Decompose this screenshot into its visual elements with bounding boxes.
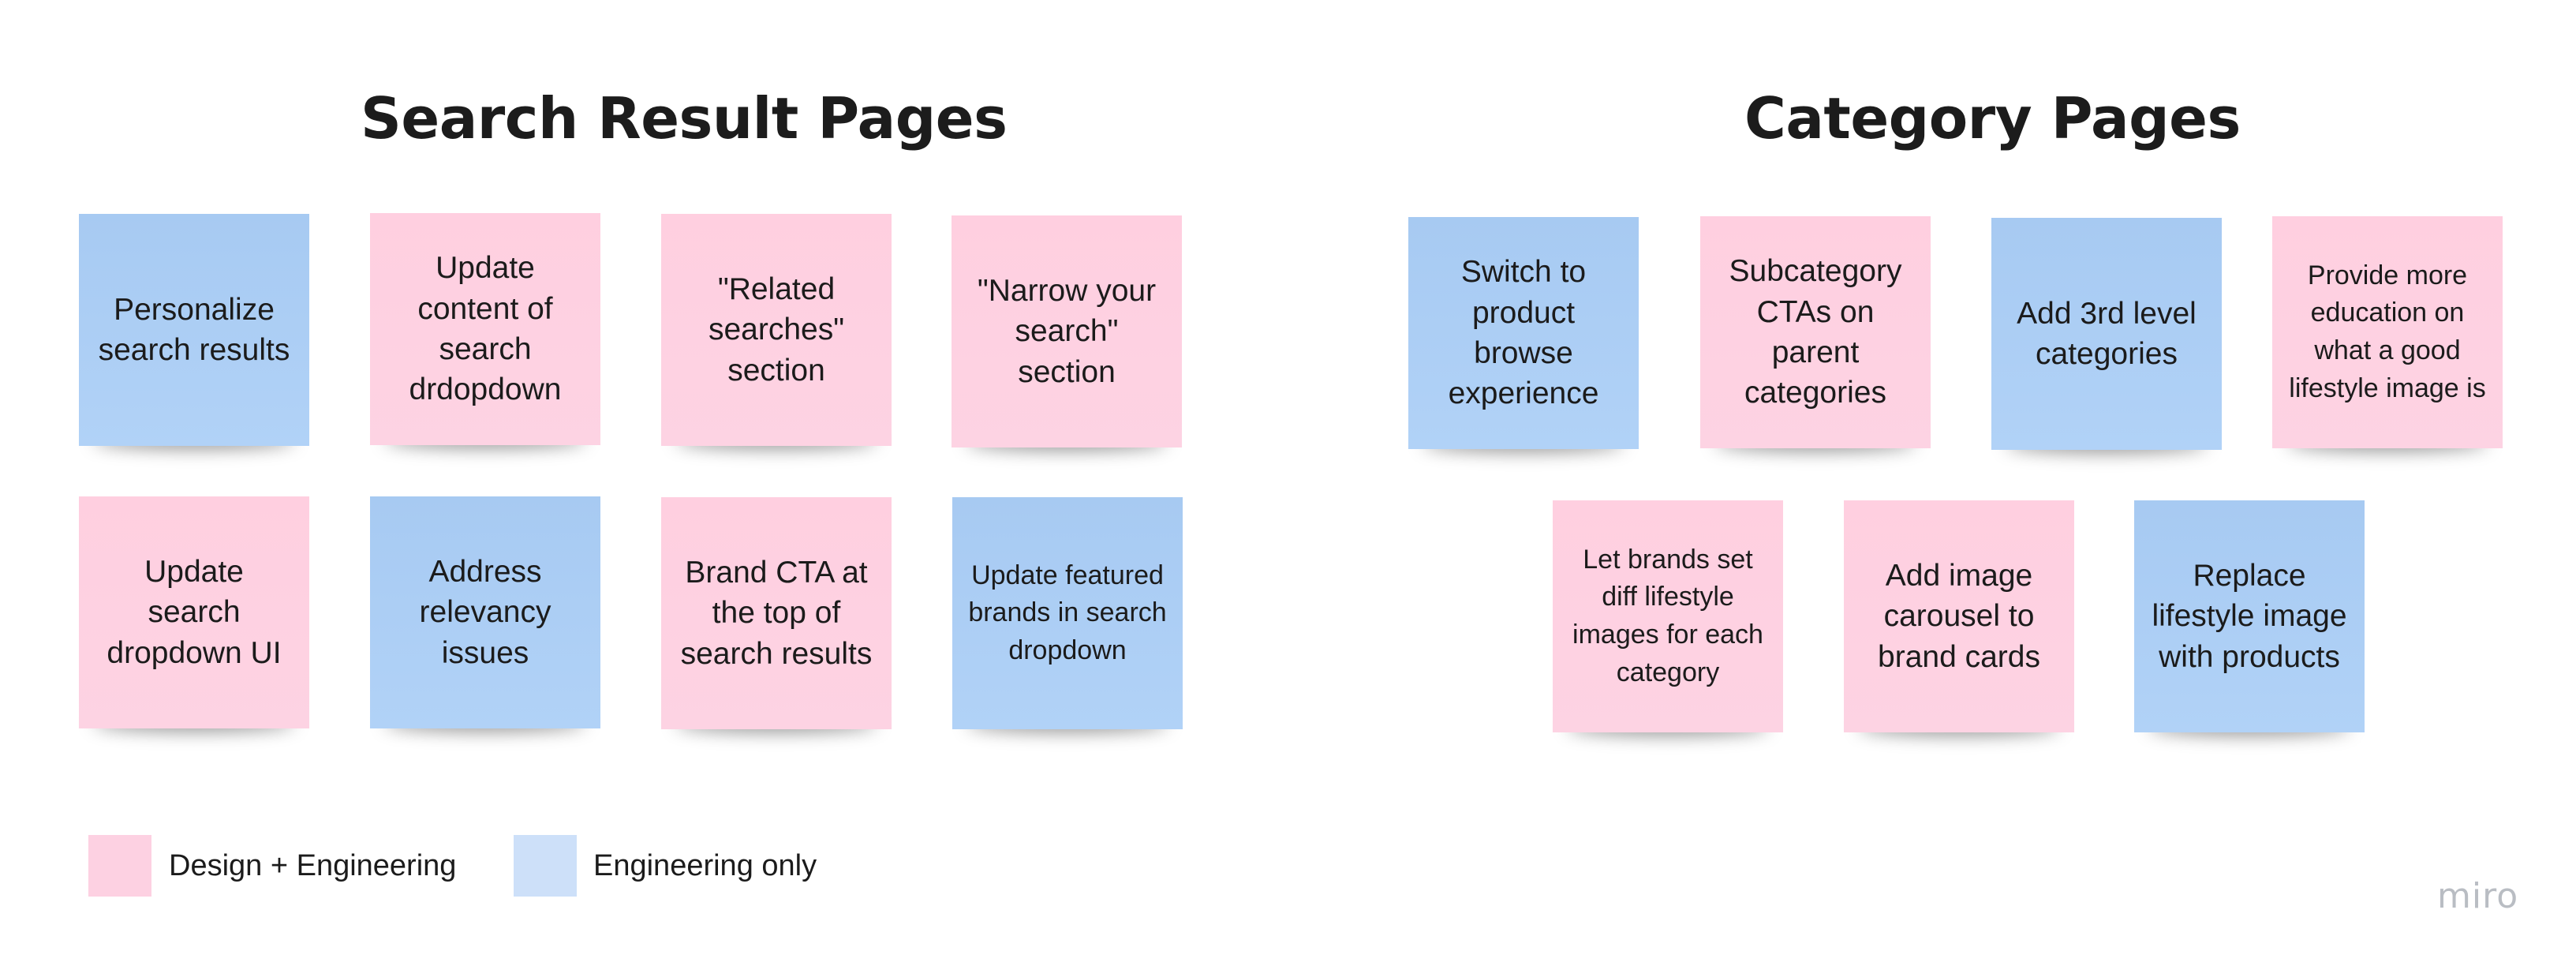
sticky-note-update-content-of-search-dropdown[interactable]: Update content of search drdopdown (370, 213, 600, 445)
note-text: Provide more education on what a good li… (2289, 260, 2486, 403)
sticky-note-switch-to-product-browse[interactable]: Switch to product browse experience (1408, 217, 1639, 449)
section-title-category-pages: Category Pages (1744, 85, 2241, 152)
legend-swatch-design-engineering (88, 835, 151, 897)
note-text: "Narrow your search" section (977, 273, 1157, 389)
sticky-note-update-search-dropdown-ui[interactable]: Update search dropdown UI (79, 496, 309, 728)
sticky-note-brand-cta-top-of-search-results[interactable]: Brand CTA at the top of search results (661, 497, 892, 729)
note-text: Switch to product browse experience (1448, 255, 1599, 411)
legend-label-design-engineering: Design + Engineering (169, 849, 457, 882)
note-text: Brand CTA at the top of search results (680, 555, 873, 671)
miro-logo: miro (2437, 876, 2519, 916)
sticky-note-provide-more-education[interactable]: Provide more education on what a good li… (2272, 216, 2503, 448)
sticky-note-narrow-your-search-section[interactable]: "Narrow your search" section (952, 215, 1182, 447)
sticky-note-personalize-search-results[interactable]: Personalize search results (79, 214, 309, 446)
sticky-note-subcategory-ctas[interactable]: Subcategory CTAs on parent categories (1700, 216, 1931, 448)
note-text: Update featured brands in search dropdow… (968, 560, 1167, 665)
note-text: "Related searches" section (708, 271, 845, 388)
note-text: Add image carousel to brand cards (1878, 558, 2040, 674)
note-text: Subcategory CTAs on parent categories (1729, 254, 1902, 410)
sticky-note-add-image-carousel[interactable]: Add image carousel to brand cards (1844, 500, 2074, 732)
sticky-note-related-searches-section[interactable]: "Related searches" section (661, 214, 892, 446)
legend-swatch-engineering-only (514, 835, 577, 897)
note-text: Personalize search results (98, 292, 290, 367)
sticky-note-let-brands-set-lifestyle-images[interactable]: Let brands set diff lifestyle images for… (1553, 500, 1783, 732)
note-text: Replace lifestyle image with products (2152, 558, 2347, 674)
note-text: Update search dropdown UI (107, 554, 282, 670)
note-text: Let brands set diff lifestyle images for… (1572, 544, 1763, 687)
sticky-note-add-3rd-level-categories[interactable]: Add 3rd level categories (1991, 218, 2222, 450)
note-text: Update content of search drdopdown (409, 251, 562, 407)
sticky-note-update-featured-brands[interactable]: Update featured brands in search dropdow… (952, 497, 1183, 729)
legend-label-engineering-only: Engineering only (593, 849, 817, 882)
note-text: Add 3rd level categories (2017, 296, 2197, 371)
note-text: Address relevancy issues (419, 554, 551, 670)
sticky-note-address-relevancy-issues[interactable]: Address relevancy issues (370, 496, 600, 728)
sticky-note-replace-lifestyle-image[interactable]: Replace lifestyle image with products (2134, 500, 2365, 732)
section-title-search-result-pages: Search Result Pages (361, 85, 1008, 152)
